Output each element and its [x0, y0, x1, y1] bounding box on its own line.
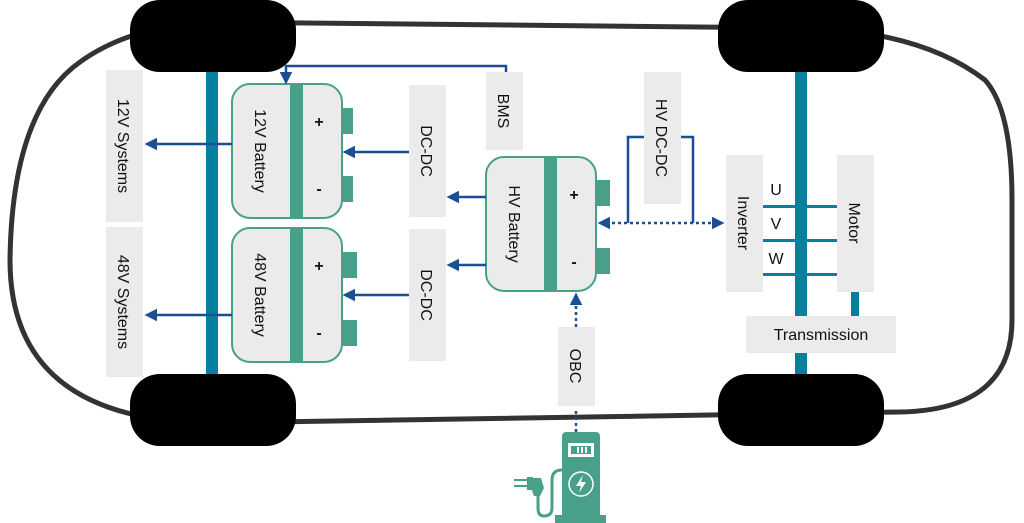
dcdc-bottom-label: DC-DC — [417, 269, 434, 321]
hv-dcdc-box: HV DC-DC — [644, 72, 681, 204]
bms-label: BMS — [494, 94, 511, 129]
terminal-negative — [596, 248, 610, 274]
inverter-box: Inverter — [726, 155, 763, 292]
charge-cable — [536, 468, 563, 518]
terminal-positive — [596, 180, 610, 206]
hv-battery: HV Battery + - — [485, 156, 610, 292]
hv-dcdc-label: HV DC-DC — [652, 99, 669, 177]
obc-label: OBC — [566, 349, 583, 384]
phase-label-w: W — [768, 251, 784, 268]
wheel-rear-left — [130, 374, 296, 446]
dcdc-bottom-box: DC-DC — [409, 229, 446, 361]
motor-label: Motor — [845, 203, 862, 245]
negative-sign: - — [316, 181, 321, 198]
negative-sign: - — [316, 325, 321, 342]
wheel-front-left — [130, 0, 296, 72]
bms-box: BMS — [486, 72, 523, 150]
battery-48v-label: 48V Battery — [251, 253, 268, 337]
systems-12v-label: 12V Systems — [114, 99, 131, 193]
dcdc-top-box: DC-DC — [409, 85, 446, 217]
phase-line-u — [763, 205, 837, 208]
systems-48v-label: 48V Systems — [114, 255, 131, 349]
phase-line-v — [763, 239, 837, 242]
wheel-rear-right — [718, 374, 884, 446]
positive-sign: + — [314, 258, 323, 275]
obc-box: OBC — [558, 327, 595, 406]
transmission-box: Transmission — [746, 316, 896, 353]
battery-48v: 48V Battery + - — [231, 227, 357, 363]
charge-plug-icon — [514, 477, 544, 496]
wheel-front-right — [718, 0, 884, 72]
battery-level-icon — [568, 443, 594, 457]
hv-dcdc-bracket — [626, 135, 644, 223]
dcdc-top-label: DC-DC — [417, 125, 434, 177]
bms-to-battery-12v-arrow — [279, 64, 508, 85]
phase-lines: U V W — [763, 182, 837, 276]
transmission-label: Transmission — [774, 327, 869, 344]
inverter-label: Inverter — [734, 196, 751, 251]
systems-12v-box: 12V Systems — [106, 70, 143, 222]
battery-12v-label: 12V Battery — [251, 109, 268, 193]
ev-charging-station-icon — [514, 432, 606, 523]
positive-sign: + — [569, 187, 578, 204]
positive-sign: + — [314, 114, 323, 131]
systems-48v-box: 48V Systems — [106, 227, 143, 377]
phase-label-v: V — [771, 216, 782, 233]
hv-dcdc-bracket-right — [681, 135, 695, 223]
lightning-bolt-icon — [568, 471, 594, 497]
terminal-negative — [341, 320, 357, 346]
motor-shaft — [851, 292, 859, 320]
motor-box: Motor — [837, 155, 874, 292]
front-axle — [206, 68, 218, 375]
phase-label-u: U — [770, 182, 782, 199]
negative-sign: - — [571, 254, 576, 271]
battery-12v: 12V Battery + - — [231, 83, 353, 219]
rear-axle — [795, 68, 807, 375]
terminal-positive — [341, 252, 357, 278]
phase-line-w — [763, 273, 837, 276]
connections — [144, 64, 725, 432]
hv-battery-label: HV Battery — [505, 185, 522, 262]
